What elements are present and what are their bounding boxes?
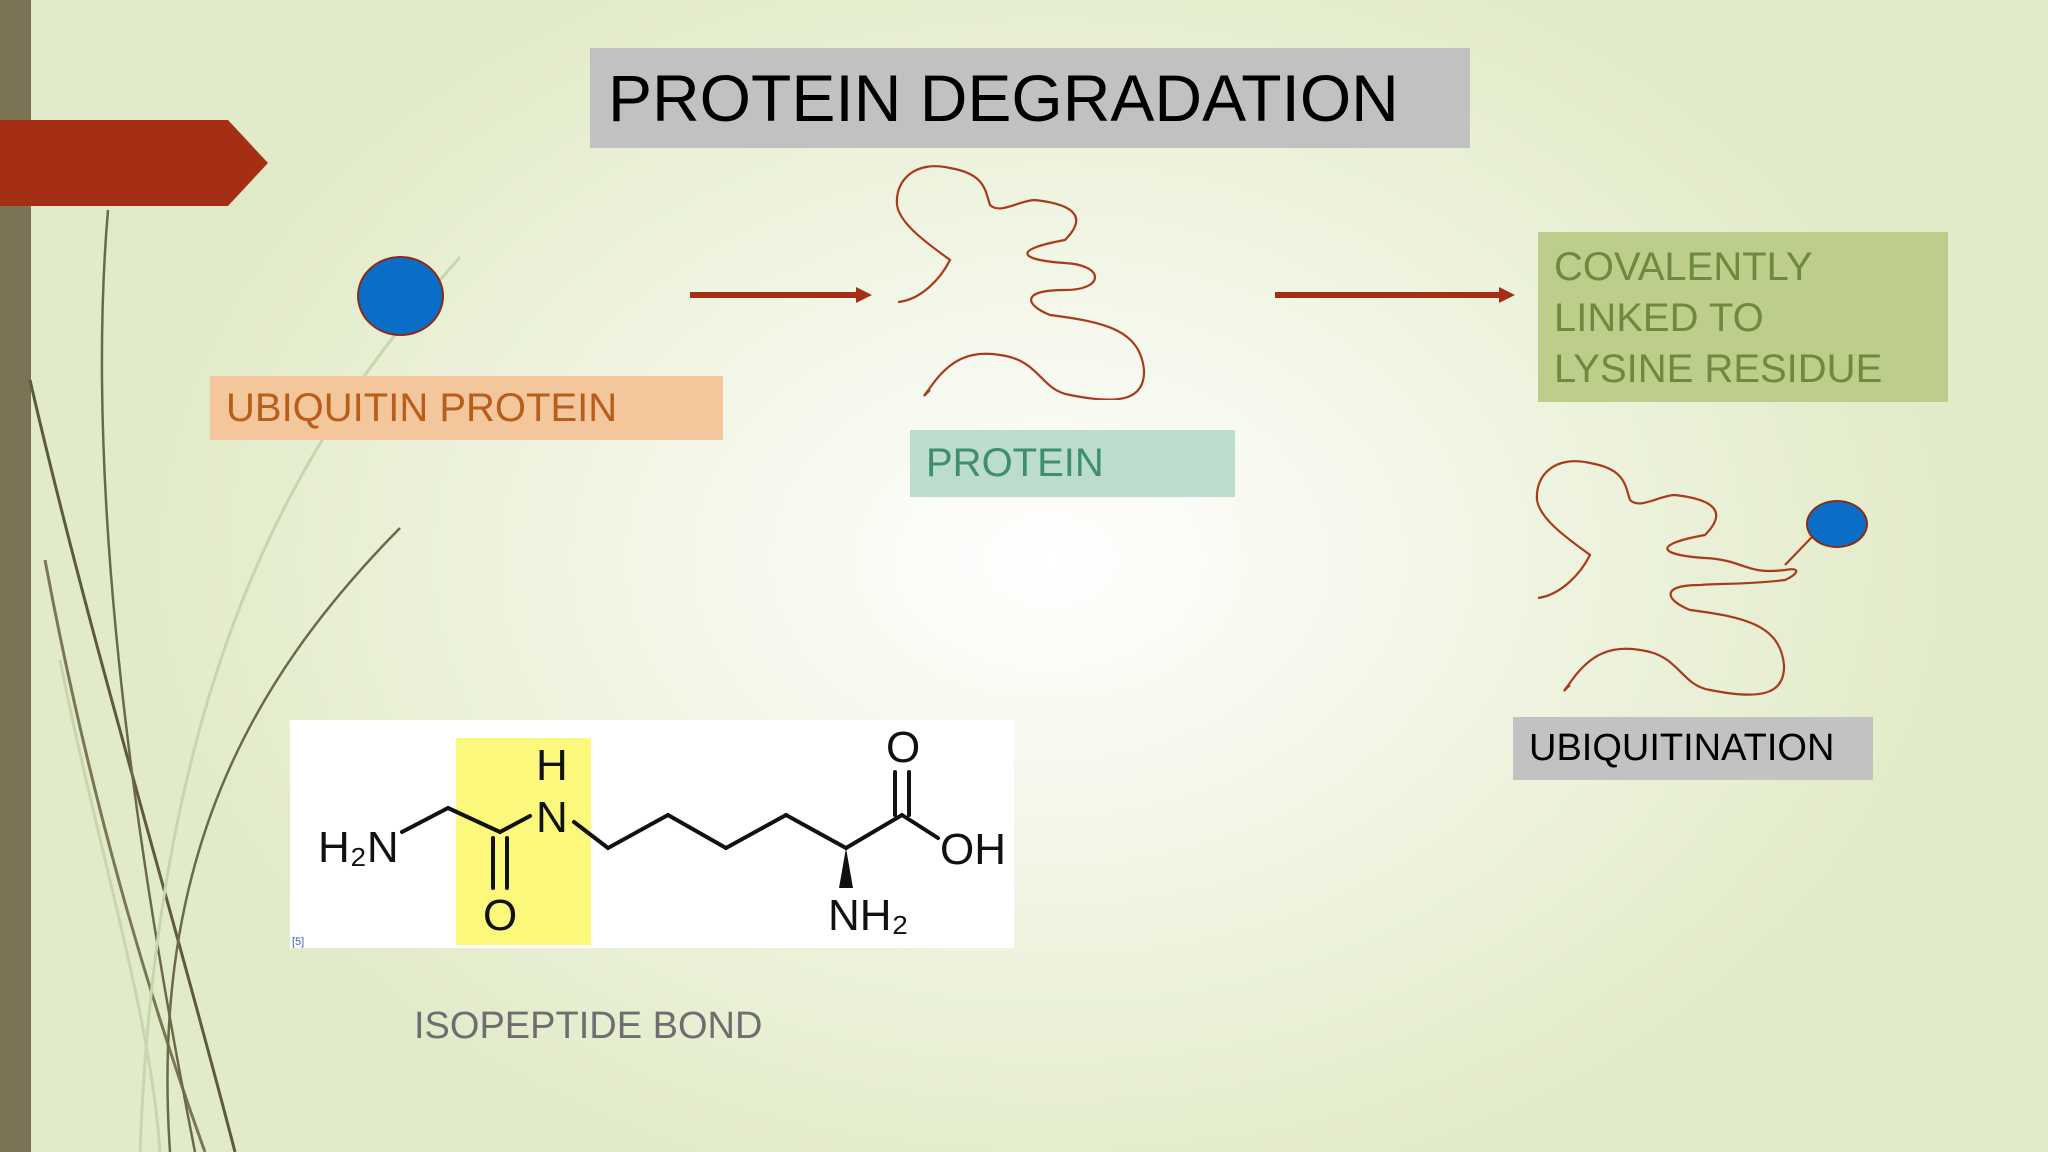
arrow-right-icon <box>1275 287 1515 303</box>
ubiquitin-attached-circle-icon <box>1806 500 1868 548</box>
covalent-line-2: LINKED TO <box>1554 296 1764 340</box>
amide-highlight <box>456 738 591 945</box>
ubiquitin-circle-icon <box>357 256 444 336</box>
ubiquitinated-protein-squiggle <box>1535 460 1813 696</box>
protein-chain-squiggle <box>895 165 1146 400</box>
covalent-line-1: COVALENTLY <box>1554 245 1813 289</box>
carbonyl-o-text: O <box>483 891 517 940</box>
protein-label: PROTEIN <box>910 430 1235 497</box>
source-mark-text: [5] <box>292 936 304 948</box>
arrow-right-icon <box>690 287 872 303</box>
covalent-line-3: LYSINE RESIDUE <box>1554 347 1883 391</box>
left-amine-text: H₂N <box>318 823 399 872</box>
acid-o-text: O <box>886 723 920 772</box>
covalent-link-label: COVALENTLY LINKED TO LYSINE RESIDUE <box>1538 232 1948 402</box>
alpha-amine-text: NH₂ <box>828 891 909 940</box>
amide-n-text: N <box>536 793 568 842</box>
slide-title: PROTEIN DEGRADATION <box>590 48 1470 148</box>
isopeptide-structure-diagram: H₂N H N O O OH NH₂ [5] <box>292 723 1006 948</box>
acid-oh-text: OH <box>940 825 1006 874</box>
decorative-swoosh-lines <box>28 209 460 1152</box>
isopeptide-structure-panel <box>290 720 1014 948</box>
isopeptide-bond-label: ISOPEPTIDE BOND <box>414 1005 763 1047</box>
amide-h-text: H <box>536 741 568 790</box>
red-pointer-shape <box>0 120 268 206</box>
ubiquitin-protein-label: UBIQUITIN PROTEIN <box>210 376 723 440</box>
ubiquitination-label: UBIQUITINATION <box>1513 717 1873 780</box>
